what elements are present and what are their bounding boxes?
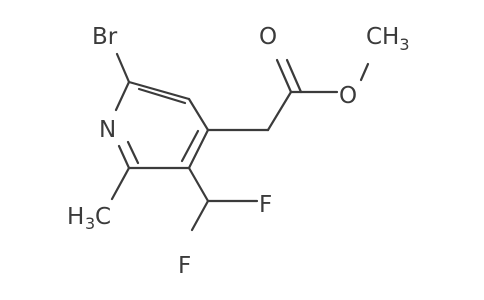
atom-ch3-ring-c: C <box>95 204 111 230</box>
bond-c6-c5 <box>127 80 191 101</box>
bond-c4-c3-double <box>180 129 200 163</box>
bond-c2-n-double <box>126 140 140 165</box>
bond-carbonyl-c-o-double <box>285 58 303 94</box>
atom-ch3-ring-h: H <box>67 204 84 230</box>
atom-ch3-ring-subscript: 3 <box>85 214 95 233</box>
bond-c5-c4 <box>187 97 210 132</box>
atom-ch3-ester: CH3 <box>366 24 410 54</box>
bond-chf2-f-lower <box>190 199 210 232</box>
atom-o-ester: O <box>339 83 357 109</box>
bond-c2-methyl <box>110 166 131 201</box>
atom-br: Br <box>92 24 118 50</box>
atom-ch3-ester-main: CH <box>366 24 399 50</box>
bond-c6-br <box>115 52 131 84</box>
bond-n-c6 <box>114 80 131 112</box>
bond-c5-c5-double <box>137 87 187 105</box>
bond-c2-n <box>117 144 131 170</box>
bond-carbonyl-c-o <box>275 58 293 94</box>
bond-c4-c3 <box>187 128 210 170</box>
atom-o-carbonyl: O <box>259 24 277 50</box>
atom-f-upper: F <box>259 192 272 218</box>
bond-c3-chf2 <box>187 166 210 203</box>
atom-ch3-ester-subscript: 3 <box>399 35 409 54</box>
atom-f-lower: F <box>178 253 191 279</box>
atom-n: N <box>99 117 116 143</box>
bond-ch2-carbonyl-c <box>266 90 293 132</box>
bond-o-ester-methyl <box>359 62 370 82</box>
